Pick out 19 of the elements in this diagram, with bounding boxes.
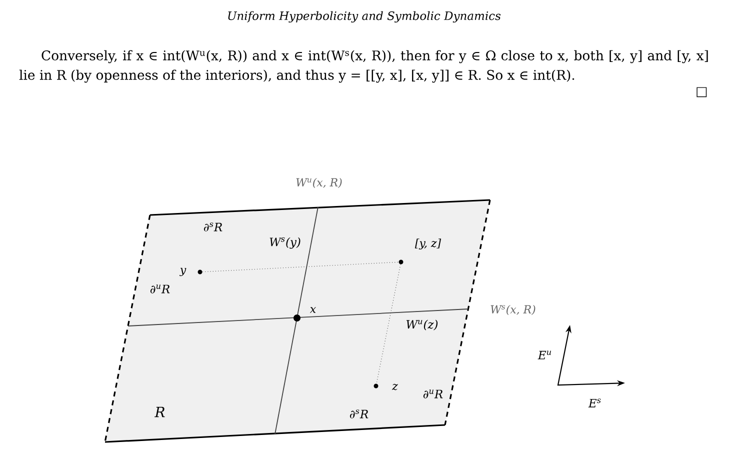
point-label: y — [180, 268, 186, 276]
point-label: z — [392, 384, 398, 390]
direction-label: E$^{s}$ — [588, 398, 601, 408]
point-label: [y, z] — [414, 238, 442, 250]
manifold-label: W$^{s}$(y) — [270, 237, 300, 249]
dotted-line — [376, 264, 401, 384]
header: Uniform Hyperbolicity and Symbolic Dynamics — [228, 11, 501, 22]
paragraph: Conversely, if x ∈ int(W$^{u}$(x, R)) and x ∈ int(W$^{s}$(x, R)), then for y ∈ Ω close to x, both [x, y] and [y, x] lie in R (by openness of the interiors), and thus y = [[y, x], [x, y]] ∈ R. So x ∈ int(R). — [19, 50, 708, 83]
manifold-label: W$^{u}$(z) — [406, 320, 438, 330]
manifold-label: W$^{u}$(x, R) — [296, 178, 342, 188]
boundary-label: ∂$^{u}$R — [423, 390, 443, 398]
point-label: x — [310, 307, 316, 313]
dotted-line — [202, 262, 399, 272]
boundary-label: ∂$^{u}$R — [150, 284, 170, 294]
manifold-label: W$^{s}$(x, R) — [490, 304, 536, 316]
direction-label: E$^{u}$ — [538, 350, 551, 360]
end-of-proof-mark: □ — [696, 87, 707, 98]
boundary-label: ∂$^{s}$R — [204, 222, 222, 232]
boundary-label: ∂$^{s}$R — [350, 410, 368, 418]
